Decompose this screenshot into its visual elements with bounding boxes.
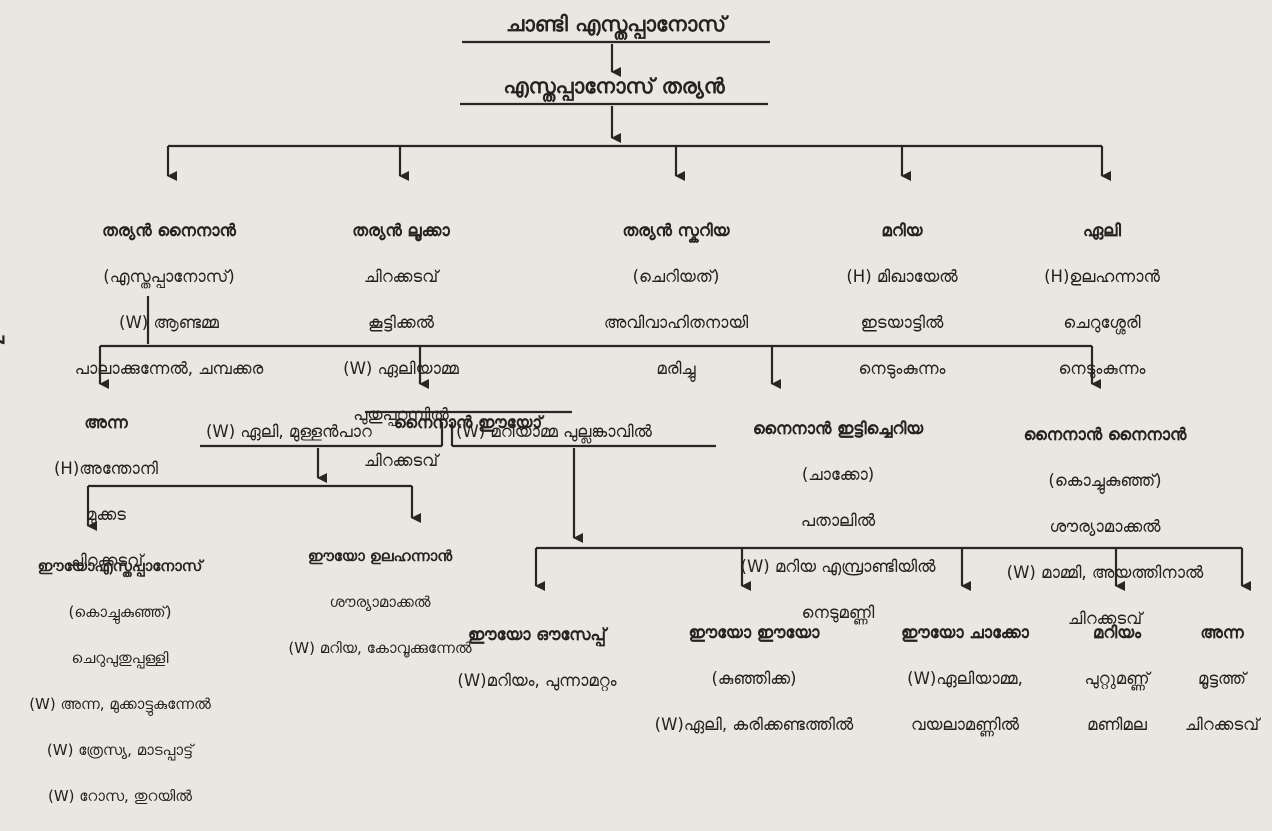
person-detail: ചിറക്കടവ് — [68, 551, 144, 570]
person-detail: ചിറക്കടവ് — [363, 451, 439, 470]
person-name: അന്ന — [1200, 623, 1244, 642]
person-name: ഈയോ ഈയോ — [688, 623, 820, 642]
person-detail: (W)മറിയം, പുന്നാമറ്റം — [457, 671, 617, 690]
person-name: തര്യൻ നൈനാൻ — [102, 221, 236, 240]
person-card: ഈയോ ഔസേപ്പ് (W)മറിയം, പുന്നാമറ്റം — [414, 600, 660, 715]
person-detail: (W) മറിയ, കോവൂക്കുന്നേൽ — [288, 639, 472, 657]
person-detail: (W)ഏലി, കരിക്കണ്ടത്തിൽ — [654, 715, 854, 734]
person-name: ഈയോഎസ്തപ്പാനോസ് — [37, 557, 203, 575]
person-detail: (ചാക്കോ) — [801, 465, 875, 484]
person-detail: (W) ഏലിയാമ്മ — [343, 359, 459, 378]
person-name: ഈയോ ഔസേപ്പ് — [467, 625, 606, 644]
person-detail: ചെറുശ്ശേരി — [1063, 313, 1141, 332]
tree-connectors — [86, 40, 1251, 591]
person-card: ഈയോ ഉലഹന്നാൻ ശൗര്യാമാക്കൽ (W) മറിയ, കോവൂ… — [260, 522, 500, 683]
person-detail: മുക്കട — [86, 505, 126, 524]
person-detail: പുതുപ്പറമ്പിൽ — [353, 405, 449, 424]
person-detail: (W) മറിയ എമ്പ്രാണ്ടിയിൽ — [740, 557, 936, 576]
person-detail: അവിവാഹിതനായി — [603, 313, 749, 332]
person-card: തര്യൻ ലൂക്കാ ചിറക്കടവ് കൂട്ടിക്കൽ (W) ഏല… — [296, 196, 506, 495]
person-detail: (W)ഏലിയാമ്മ, — [907, 669, 1023, 688]
person-name: ഈയോ ചാക്കോ — [901, 623, 1029, 642]
person-card: ഈയോ ഈയോ (കുഞ്ഞിക്ക) (W)ഏലി, കരിക്കണ്ടത്ത… — [632, 598, 876, 759]
person-detail: (കൊച്ചുകുഞ്ഞ്) — [68, 603, 172, 621]
person-name: നൈനാൻ നൈനാൻ — [1023, 425, 1187, 444]
person-detail: (W) ആണ്ടമ്മ — [119, 313, 219, 332]
person-detail: (H)അന്തോനി — [53, 459, 159, 478]
person-detail: ശൗര്യാമാക്കൽ — [329, 593, 431, 611]
person-detail: ശൗര്യാമാക്കൽ — [1049, 517, 1161, 536]
person-detail: പതാലിൽ — [800, 511, 876, 530]
person-detail: പാലാക്കുന്നേൽ, ചമ്പക്കര — [74, 359, 264, 378]
person-card: അന്ന മൂട്ടത്ത് ചിറക്കടവ് — [1172, 598, 1272, 759]
person-detail: ഇടയാട്ടിൽ — [860, 313, 944, 332]
person-detail: (W) ത്രേസ്യ, മാടപ്പാട്ട് — [46, 741, 194, 759]
person-card: നൈനാൻ നൈനാൻ (കൊച്ചുകുഞ്ഞ്) ശൗര്യാമാക്കൽ … — [970, 400, 1240, 653]
person-detail: ചിറക്കടവ് — [363, 267, 439, 286]
person-card: മറിയ (H) മിഖായേൽ ഇടയാട്ടിൽ നെടുംകുന്നം — [806, 196, 998, 403]
person-detail: (W) റോസ, തുറയിൽ — [47, 787, 193, 805]
person-detail: (H) മിഖായേൽ — [846, 267, 958, 286]
person-detail: മരിച്ചു — [656, 359, 696, 378]
page-number: - 7 - — [0, 318, 8, 364]
person-name: അന്ന — [84, 413, 128, 432]
person-detail: (W) മാമ്മി, അയത്തിനാൽ — [1006, 563, 1204, 582]
person-name: മറിയം — [1093, 623, 1141, 642]
gen1-person: എസ്തപ്പാനോസ് തര്യൻ — [503, 74, 725, 98]
person-detail: (കൊച്ചുകുഞ്ഞ്) — [1048, 471, 1162, 490]
person-card: ഏലി (H)ഉലഹന്നാൻ ചെറുശ്ശേരി നെടുംകുന്നം — [1010, 196, 1194, 403]
person-detail: നെടുമണ്ണി — [801, 603, 875, 622]
person-card: നൈനാൻ ഈയോ് — [360, 388, 576, 457]
person-detail: മണിമല — [1087, 715, 1147, 734]
person-card: നൈനാൻ ഇട്ടിച്ചെറിയ (ചാക്കോ) പതാലിൽ (W) മ… — [690, 394, 986, 647]
root-person: ചാണ്ടി എസ്തപ്പാനോസ് — [505, 12, 727, 36]
person-detail: (W) അന്ന, മുക്കാട്ടുകുന്നേൽ — [29, 695, 211, 713]
person-detail: നെടുംകുന്നം — [858, 359, 946, 378]
person-name: തര്യൻ ലൂക്കാ — [352, 221, 450, 240]
person-detail: ചിറക്കടവ് — [1184, 715, 1260, 734]
person-card: തര്യൻ നൈനാൻ (എസ്തപ്പാനോസ്) (W) ആണ്ടമ്മ പ… — [44, 196, 294, 403]
person-detail: നെടുംകുന്നം — [1058, 359, 1146, 378]
person-name: നൈനാൻ ഈയോ് — [393, 413, 543, 432]
person-detail: കൂട്ടിക്കൽ — [368, 313, 434, 332]
person-card: ഈയോ ചാക്കോ (W)ഏലിയാമ്മ, വയലാമണ്ണിൽ — [878, 598, 1052, 759]
person-detail: പുറ്റുമണ്ണ് — [1084, 669, 1150, 688]
person-card: മറിയം പുറ്റുമണ്ണ് മണിമല — [1062, 598, 1172, 759]
person-name: ഈയോ ഉലഹന്നാൻ — [307, 547, 453, 565]
person-detail: വയലാമണ്ണിൽ — [910, 715, 1019, 734]
person-name: ഏലി — [1083, 221, 1121, 240]
person-name: മറിയ — [881, 221, 923, 240]
person-detail: (കുഞ്ഞിക്ക) — [711, 669, 797, 688]
person-card: തര്യൻ സ്കറിയ (ചെറിയത്) അവിവാഹിതനായി മരിച… — [566, 196, 786, 403]
person-card: ഈയോഎസ്തപ്പാനോസ് (കൊച്ചുകുഞ്ഞ്) ചെറുപുതുപ… — [0, 532, 240, 831]
person-name: തര്യൻ സ്കറിയ — [622, 221, 730, 240]
person-card: അന്ന (H)അന്തോനി മുക്കട ചിറക്കടവ് — [26, 388, 186, 595]
spouse-2: (W) മറിയാമ്മ പുല്ലങ്കാവിൽ — [456, 422, 652, 441]
person-detail: ചിറക്കടവ് — [1067, 609, 1143, 628]
spouse-1: (W) ഏലി, മുള്ളൻപാറ — [206, 422, 372, 441]
person-detail: ചെറുപുതുപ്പള്ളി — [71, 649, 169, 667]
person-name: നൈനാൻ ഇട്ടിച്ചെറിയ — [752, 419, 924, 438]
person-detail: (ചെറിയത്) — [632, 267, 720, 286]
person-detail: (എസ്തപ്പാനോസ്) — [103, 267, 235, 286]
person-detail: (H)ഉലഹന്നാൻ — [1044, 267, 1160, 286]
person-detail: മൂട്ടത്ത് — [1198, 669, 1246, 688]
